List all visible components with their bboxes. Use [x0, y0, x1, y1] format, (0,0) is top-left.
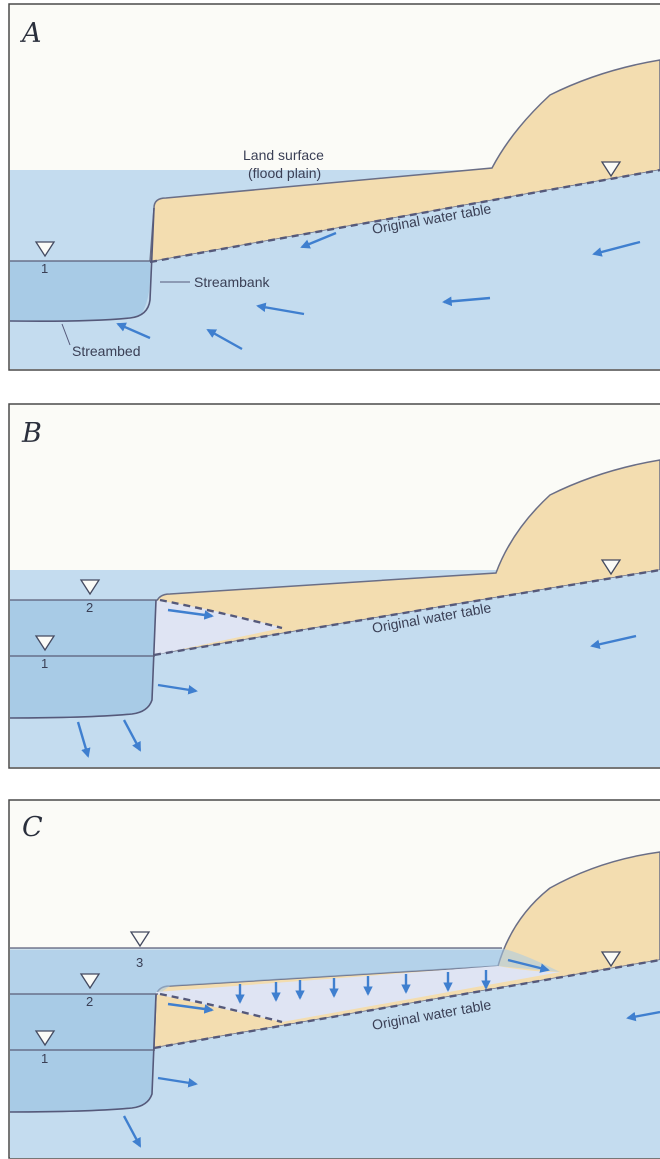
panel-a-land-surface-label: Land surface	[243, 147, 324, 163]
panel-b-stream	[10, 600, 156, 718]
panel-a-streambed-label: Streambed	[72, 343, 140, 359]
panel-a-stage-number-1: 1	[41, 261, 48, 276]
panel-a-streambank-label: Streambank	[194, 274, 270, 290]
panel-c-stage-number-2: 2	[86, 994, 93, 1009]
panel-a-letter: A	[19, 18, 42, 49]
panel-c-stage-number-1: 1	[41, 1051, 48, 1066]
panel-b: 2 1 B Original water table	[9, 404, 660, 768]
panel-a: 1 A Land surface (flood plain) Original …	[9, 4, 660, 370]
panel-c-stream	[10, 994, 156, 1112]
panel-c-stage-number-3: 3	[136, 955, 143, 970]
panel-b-letter: B	[21, 418, 42, 449]
panel-b-stage-number-1: 1	[41, 656, 48, 671]
panel-b-stage-number-2: 2	[86, 600, 93, 615]
panel-c-letter: C	[22, 812, 43, 843]
panel-c: 3 2 1 C Original water table	[9, 800, 660, 1158]
panel-a-flood-plain-label: (flood plain)	[248, 165, 321, 181]
panel-a-stream	[10, 261, 150, 321]
